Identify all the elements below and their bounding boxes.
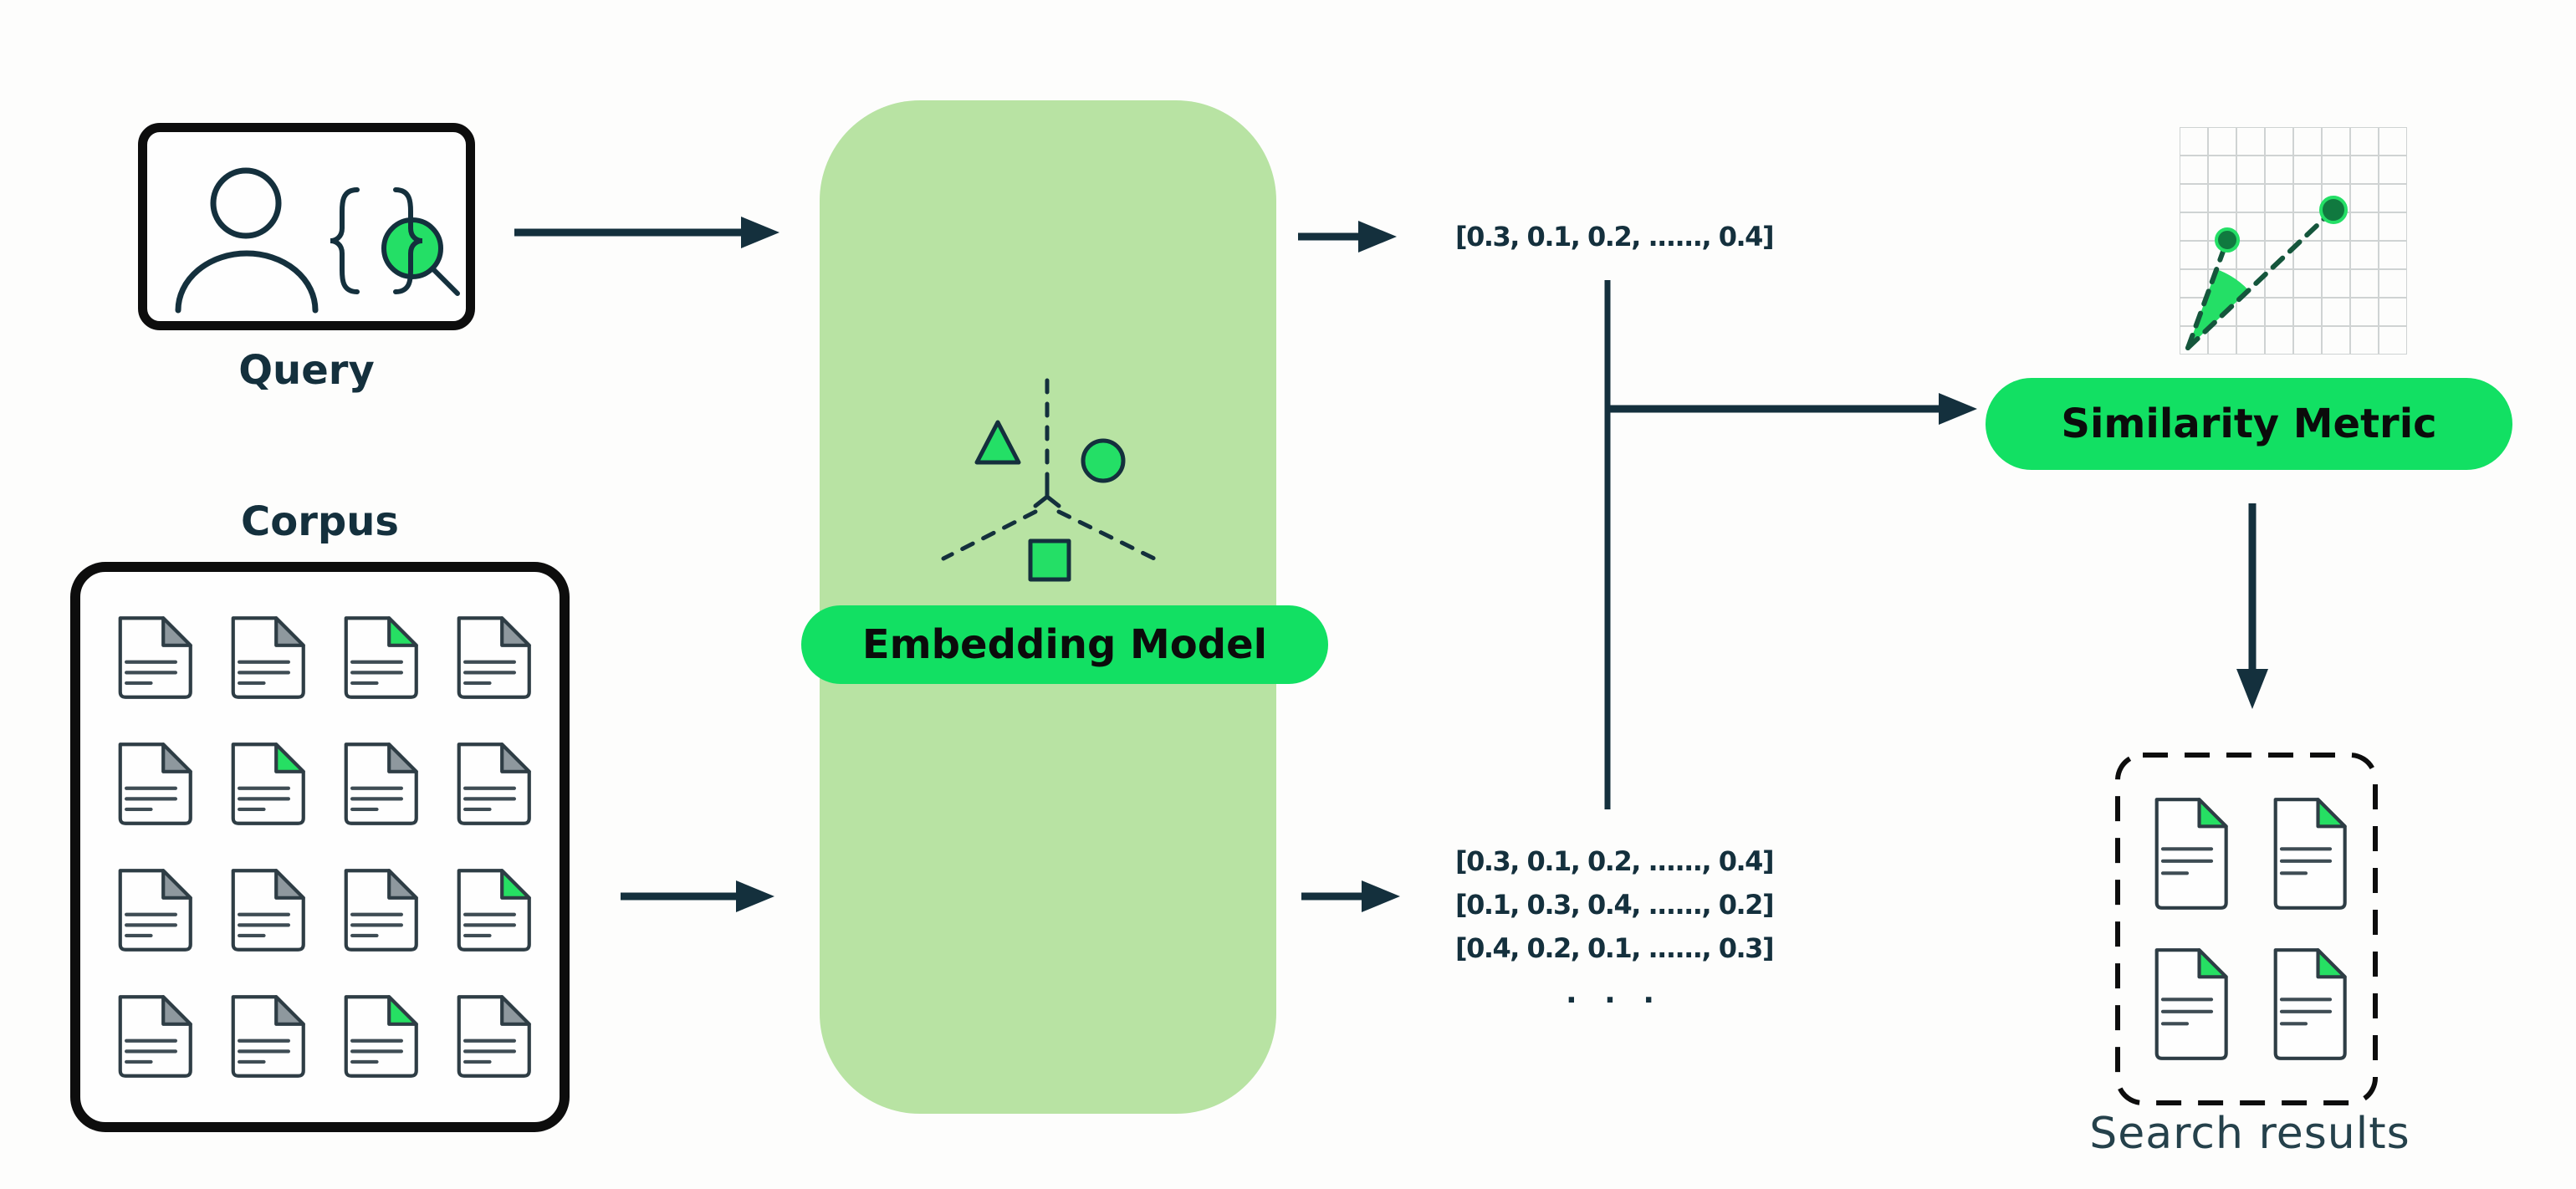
- arrow-embedding-to-query-vector: [1298, 221, 1397, 253]
- document-icon: [344, 616, 418, 699]
- similarity-metric-pill: Similarity Metric: [1986, 378, 2512, 470]
- corpus-label: Corpus: [241, 498, 399, 545]
- document-icon: [231, 742, 305, 825]
- document-icon: [457, 742, 531, 825]
- document-icon: [344, 742, 418, 825]
- vector-point: [2215, 227, 2240, 253]
- arrow-vectors-to-similarity: [1607, 393, 1977, 425]
- query-box: [138, 123, 475, 330]
- document-icon: [231, 616, 305, 699]
- document-icon: [231, 995, 305, 1078]
- document-icon: [118, 995, 192, 1078]
- triangle-icon: [974, 420, 1021, 465]
- document-icon: [2154, 798, 2228, 910]
- person-icon: [175, 167, 319, 314]
- arrow-corpus-to-embedding: [621, 880, 774, 912]
- document-icon: [457, 616, 531, 699]
- document-icon: [457, 869, 531, 952]
- dashed-border: [2115, 753, 2378, 1105]
- document-icon: [2273, 948, 2347, 1060]
- query-label: Query: [238, 347, 375, 394]
- right-curly-brace-icon: [393, 187, 423, 294]
- document-icon: [118, 869, 192, 952]
- angle-wedge: [2188, 269, 2249, 348]
- document-icon: [2273, 798, 2347, 910]
- arrow-similarity-to-results: [2236, 503, 2268, 709]
- vector-space-axes-icon: [941, 378, 1157, 582]
- document-icon: [344, 995, 418, 1078]
- search-results-label: Search results: [2089, 1109, 2410, 1159]
- document-icon: [118, 616, 192, 699]
- query-vector-text: [0.3, 0.1, 0.2, ......, 0.4]: [1454, 221, 1775, 253]
- document-icon: [457, 995, 531, 1078]
- arrow-query-to-embedding: [514, 217, 779, 248]
- arrow-embedding-to-corpus-vectors: [1301, 880, 1400, 912]
- corpus-vector-row: [0.3, 0.1, 0.2, ......, 0.4]: [1454, 845, 1775, 877]
- query-icon: [175, 167, 460, 314]
- search-results-box: [2114, 752, 2379, 1106]
- corpus-vectors-text: [0.3, 0.1, 0.2, ......, 0.4] [0.1, 0.3, …: [1405, 839, 1823, 1017]
- document-icon: [231, 869, 305, 952]
- document-icon: [2154, 948, 2228, 1060]
- corpus-document-grid: [90, 582, 549, 1112]
- document-icon: [344, 869, 418, 952]
- circle-icon: [1081, 438, 1126, 483]
- left-curly-brace-icon: [330, 187, 360, 294]
- vector-point: [2319, 196, 2348, 224]
- document-icon: [118, 742, 192, 825]
- corpus-vector-row: [0.1, 0.3, 0.4, ......, 0.2]: [1454, 889, 1775, 921]
- corpus-vector-row: [0.4, 0.2, 0.1, ......, 0.3]: [1454, 932, 1775, 964]
- square-icon: [1028, 538, 1071, 582]
- results-document-grid: [2114, 752, 2379, 1106]
- embedding-model-pill: Embedding Model: [801, 605, 1328, 684]
- ellipsis-text: . . .: [1565, 976, 1664, 1010]
- corpus-box: [70, 562, 570, 1132]
- similarity-grid-icon: [2180, 127, 2407, 355]
